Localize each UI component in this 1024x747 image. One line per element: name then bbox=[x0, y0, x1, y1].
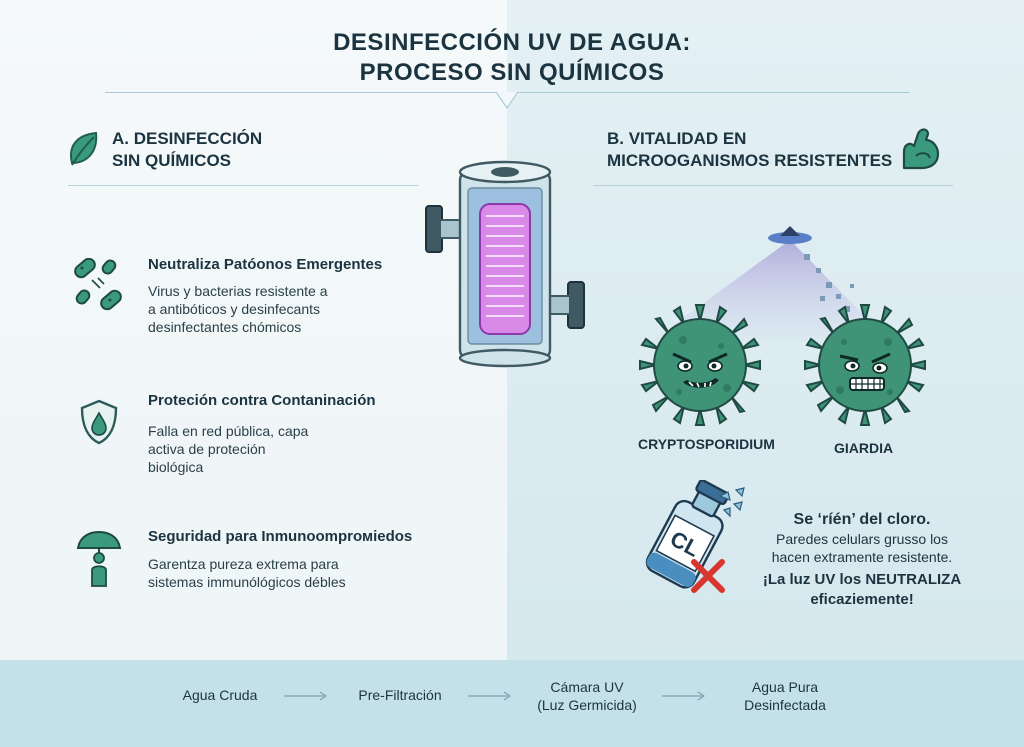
flow-step-label: Pre-Filtración bbox=[358, 687, 442, 703]
feature-1-title: Neutraliza Patóonos Emergentes bbox=[148, 256, 383, 273]
left-panel bbox=[0, 0, 507, 660]
section-b-divider bbox=[593, 185, 953, 186]
feature-2-text: Falla en red pública, capa activa de pro… bbox=[148, 422, 308, 476]
feature-2-line: biológica bbox=[148, 459, 204, 475]
organism-label-cryptosporidium: CRYPTOSPORIDIUM bbox=[638, 436, 775, 452]
flow-step-3: Cámara UV (Luz Germicida) bbox=[522, 678, 652, 714]
section-a-heading-line-2: SIN QUÍMICOS bbox=[112, 151, 232, 170]
feature-3-line: Garentza pureza extrema para bbox=[148, 556, 339, 572]
flow-arrow-icon bbox=[468, 691, 511, 701]
chlorine-bottle-icon: CL bbox=[645, 480, 730, 589]
page-title: DESINFECCIÓN UV DE AGUA: PROCESO SIN QUÍ… bbox=[0, 28, 1024, 88]
flow-step-label: Agua Cruda bbox=[182, 687, 258, 703]
chlorine-title: Se ‘ríén’ del cloro. bbox=[793, 511, 931, 528]
feature-2-line: Falla en red pública, capa bbox=[148, 423, 309, 439]
section-b-heading-line-2: MICROOGANISMOS RESISTENTES bbox=[607, 151, 893, 170]
flow-step-sublabel: (Luz Germicida) bbox=[537, 697, 637, 713]
flow-step-2: Pre-Filtración bbox=[340, 686, 460, 704]
flow-step-label: Agua Pura bbox=[751, 679, 819, 695]
cross-icon bbox=[691, 559, 725, 593]
chlorine-line: Paredes celulars grusso los bbox=[776, 531, 948, 547]
leaf-icon bbox=[70, 131, 98, 166]
bacteria-icon bbox=[74, 258, 122, 311]
feature-1-line: Virus y bacterias resistente a bbox=[148, 283, 328, 299]
feature-2-title: Proteción contra Contaninación bbox=[148, 392, 376, 409]
divider-notch-icon bbox=[496, 92, 518, 110]
giardia-icon bbox=[804, 304, 926, 426]
feature-3-line: sistemas immunólógicos débles bbox=[148, 574, 346, 590]
flow-step-label: Cámara UV bbox=[550, 679, 624, 695]
section-a-heading: A. DESINFECCIÓN SIN QUÍMICOS bbox=[112, 128, 262, 172]
feature-1-text: Virus y bacterias resistente a a antibót… bbox=[148, 282, 328, 336]
section-a-divider bbox=[68, 185, 418, 186]
flow-step-4: Agua Pura Desinfectada bbox=[720, 678, 850, 714]
flow-step-1: Agua Cruda bbox=[160, 686, 280, 704]
uv-beam-icon bbox=[650, 226, 890, 342]
process-flow: Agua Cruda Pre-Filtración Cámara UV (Luz… bbox=[0, 660, 1024, 747]
flow-arrow-icon bbox=[662, 691, 705, 701]
section-b-heading: B. VITALIDAD EN MICROOGANISMOS RESISTENT… bbox=[607, 128, 892, 172]
uv-neutralize-line-1: ¡La luz UV los NEUTRALIZA bbox=[762, 571, 962, 588]
uv-lamp-icon bbox=[425, 160, 585, 368]
bottle-fragments-icon bbox=[718, 487, 745, 518]
feature-1-line: a antibóticos y desinfecants bbox=[148, 301, 320, 317]
shield-drop-icon bbox=[80, 399, 118, 445]
uv-neutralize-line-2: eficaziemente! bbox=[810, 591, 914, 608]
feature-3-title: Seguridad para Inmunoomprомiedos bbox=[148, 528, 413, 545]
flow-step-sublabel: Desinfectada bbox=[744, 697, 826, 713]
cryptosporidium-icon bbox=[639, 304, 761, 426]
flexed-arm-icon bbox=[902, 128, 940, 170]
section-a-heading-line-1: A. DESINFECCIÓN bbox=[112, 129, 263, 148]
organism-label-giardia: GIARDIA bbox=[834, 440, 894, 456]
chlorine-line: hacen extramente resistente. bbox=[771, 549, 953, 565]
title-line-1: DESINFECCIÓN UV DE AGUA: bbox=[333, 29, 691, 56]
section-b-heading-line-1: B. VITALIDAD EN bbox=[607, 129, 747, 148]
chlorine-info: Se ‘ríén’ del cloro. Paredes celulars gr… bbox=[752, 510, 972, 610]
umbrella-person-icon bbox=[76, 530, 122, 587]
feature-3-text: Garentza pureza extrema para sistemas im… bbox=[148, 555, 346, 591]
title-line-2: PROCESO SIN QUÍMICOS bbox=[359, 59, 665, 86]
flow-arrow-icon bbox=[284, 691, 327, 701]
feature-1-line: desinfectantes chómicos bbox=[148, 319, 302, 335]
feature-2-line: activa de proteción bbox=[148, 441, 266, 457]
